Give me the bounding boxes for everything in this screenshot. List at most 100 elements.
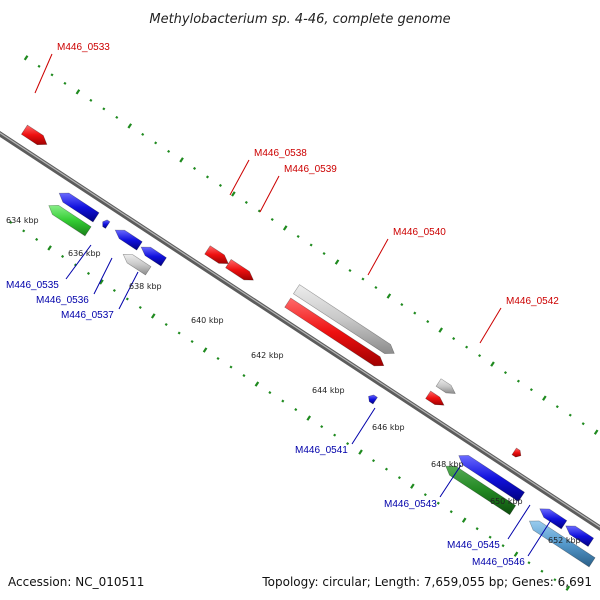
gene-m446-0544: [511, 447, 522, 458]
label-layer: [34, 53, 552, 557]
outer-tick: [167, 149, 171, 153]
inner-tick: [61, 254, 65, 258]
outer-tick: [309, 243, 313, 247]
tick-label: 646 kbp: [372, 423, 405, 432]
gene-m446-0537-grey: [122, 253, 152, 276]
accession-text: Accession: NC_010511: [8, 575, 144, 589]
gene-label-m446-0533[interactable]: M446_0533: [57, 42, 110, 53]
inner-tick: [488, 535, 492, 539]
tick-label: 636 kbp: [68, 249, 101, 258]
gene-label-m446-0541[interactable]: M446_0541: [295, 445, 348, 456]
outer-tick: [127, 123, 133, 129]
inner-tick: [229, 365, 233, 369]
inner-tick: [565, 585, 571, 591]
inner-tick: [22, 229, 26, 233]
inner-tick: [281, 399, 285, 403]
gene-label-m446-0539[interactable]: M446_0539: [284, 164, 337, 175]
inner-tick: [47, 245, 52, 251]
outer-tick: [438, 327, 443, 333]
outer-tick: [374, 286, 378, 290]
outer-tick: [270, 217, 274, 221]
outer-tick: [503, 371, 508, 375]
outer-tick: [115, 115, 119, 119]
inner-tick: [410, 483, 415, 489]
leader-m446-0546: [527, 519, 552, 557]
inner-tick: [346, 442, 350, 446]
genome-backbone: [0, 131, 600, 531]
inner-tick: [527, 561, 531, 565]
gene-m446-0543-green: [445, 465, 517, 516]
gene-label-m446-0543[interactable]: M446_0543: [384, 499, 437, 510]
inner-tick: [35, 237, 39, 241]
inner-tick: [461, 517, 467, 523]
outer-tick: [75, 89, 81, 95]
leader-m446-0542: [479, 307, 502, 344]
gene-label-m446-0546[interactable]: M446_0546: [472, 557, 525, 568]
gene-label-m446-0538[interactable]: M446_0538: [254, 148, 307, 159]
inner-tick: [177, 331, 181, 335]
outer-tick: [282, 225, 288, 231]
inner-tick: [306, 415, 312, 421]
tick-label: 650 kbp: [490, 497, 523, 506]
inner-tick: [358, 449, 363, 455]
outer-tick: [490, 361, 495, 367]
inner-tick: [150, 313, 156, 319]
outer-tick: [244, 200, 248, 204]
inner-tick: [86, 271, 90, 275]
inner-tick: [112, 288, 116, 292]
outer-tick: [348, 268, 352, 273]
outer-tick: [322, 251, 326, 256]
inner-tick: [553, 578, 557, 582]
map-title: Methylobacterium sp. 4-46, complete geno…: [149, 12, 450, 27]
gene-m446-0538: [204, 245, 229, 264]
gene-label-m446-0537[interactable]: M446_0537: [61, 310, 114, 321]
inner-tick: [268, 391, 272, 395]
inner-tick: [216, 357, 220, 361]
inner-tick: [202, 347, 208, 353]
outer-tick: [141, 132, 145, 136]
leader-m446-0540: [367, 238, 389, 276]
gene-m446-0535-green: [48, 204, 92, 237]
inner-tick: [164, 322, 168, 327]
inner-tick: [540, 569, 544, 573]
backbone-layer: [0, 131, 600, 531]
outer-tick: [334, 259, 340, 265]
outer-tick: [542, 395, 547, 401]
outer-tick: [63, 81, 67, 85]
outer-tick: [205, 175, 210, 179]
leader-m446-0538: [229, 159, 250, 196]
gene-label-m446-0542[interactable]: M446_0542: [506, 296, 559, 307]
leader-m446-0535: [65, 244, 92, 280]
gene-label-m446-0535[interactable]: M446_0535: [6, 280, 59, 291]
inner-tick: [423, 493, 427, 497]
outer-tick: [218, 183, 222, 187]
leader-m446-0533: [34, 53, 53, 94]
outer-tick: [179, 157, 184, 163]
outer-tick: [102, 107, 106, 111]
gene-m446-0542: [425, 390, 445, 406]
leader-m446-0543: [439, 464, 462, 498]
inner-tick: [513, 551, 519, 557]
outer-tick: [257, 209, 261, 213]
gene-m446-0540: [284, 297, 385, 367]
inner-tick: [436, 501, 440, 505]
genome-backbone-highlight: [0, 132, 600, 528]
inner-tick: [138, 305, 142, 310]
gene-label-m446-0540[interactable]: M446_0540: [393, 227, 446, 238]
outer-tick: [568, 413, 572, 417]
gene-label-m446-0545[interactable]: M446_0545: [447, 540, 500, 551]
outer-tick: [400, 303, 404, 307]
inner-tick: [9, 220, 13, 224]
gene-layer: [20, 124, 596, 568]
gene-m446-0540-grey: [292, 284, 395, 354]
tick-label: 642 kbp: [251, 351, 284, 360]
inner-tick: [99, 279, 104, 285]
outer-tick: [89, 98, 93, 102]
gene-label-m446-0536[interactable]: M446_0536: [36, 295, 89, 306]
inner-tick: [371, 459, 376, 463]
gene-m446-0542-grey: [435, 378, 456, 394]
outer-tick: [452, 337, 456, 341]
outer-tick: [516, 379, 520, 383]
outer-tick: [193, 166, 197, 170]
